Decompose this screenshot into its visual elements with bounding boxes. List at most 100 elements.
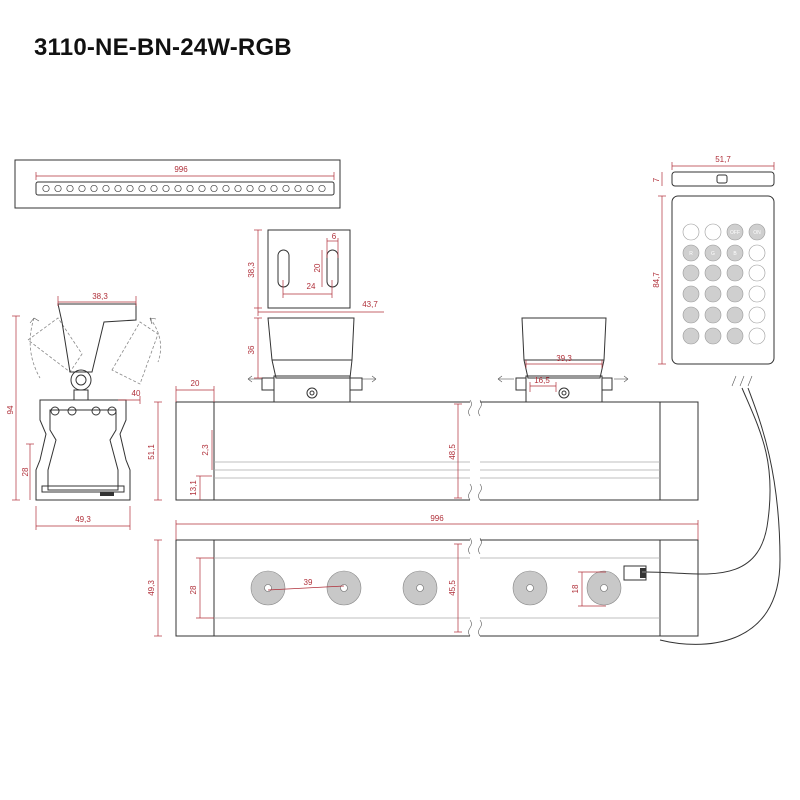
dim-remote-width: 51,7 xyxy=(715,155,731,164)
remote-button[interactable] xyxy=(726,264,744,282)
remote-button[interactable] xyxy=(704,327,722,345)
svg-text:B: B xyxy=(733,251,737,257)
dim-front-height: 49,3 xyxy=(147,580,156,596)
svg-text:ON: ON xyxy=(753,230,761,236)
dim-side-lower-height: 28 xyxy=(21,467,30,476)
dim-slot-width: 6 xyxy=(332,232,337,241)
top-led xyxy=(174,184,182,193)
remote-button[interactable] xyxy=(726,306,744,324)
mounting-brackets: 36 39,3 16,5 xyxy=(247,317,629,403)
front-led-center xyxy=(526,584,534,592)
top-led xyxy=(306,184,314,193)
side-bracket-arm xyxy=(57,303,137,373)
front-bar-endcap-right xyxy=(659,539,699,637)
top-view-bar xyxy=(35,181,335,196)
remote-front-view xyxy=(671,195,775,365)
remote-button[interactable] xyxy=(682,327,700,345)
dim-base: 13,1 xyxy=(189,480,198,496)
side-profile-body xyxy=(35,399,131,501)
remote-button[interactable] xyxy=(682,223,700,241)
top-led xyxy=(270,184,278,193)
front-led-center xyxy=(340,584,348,592)
dim-bracket-side-height: 36 xyxy=(247,345,256,354)
top-led xyxy=(318,184,326,193)
upper-bar-view: 20 51,1 2,3 13,1 48,5 xyxy=(147,379,699,504)
dim-side-total-height: 94 xyxy=(6,405,15,414)
top-led xyxy=(90,184,98,193)
top-led xyxy=(246,184,254,193)
dim-led-diameter: 18 xyxy=(571,584,580,593)
dim-endcap-width: 20 xyxy=(191,379,200,388)
remote-button[interactable] xyxy=(704,264,722,282)
dim-slot-spacing: 24 xyxy=(307,282,316,291)
top-view-frame xyxy=(14,159,341,209)
svg-text:R: R xyxy=(689,251,693,257)
top-view: 996 xyxy=(14,159,341,209)
remote-side-view xyxy=(671,171,775,187)
remote-button[interactable] xyxy=(748,327,766,345)
upper-bar-body xyxy=(175,401,699,501)
top-led xyxy=(66,184,74,193)
bracket-slot-right xyxy=(326,249,339,288)
bracket-plate xyxy=(267,229,351,309)
top-led xyxy=(138,184,146,193)
front-led-center xyxy=(600,584,608,592)
remote-button[interactable] xyxy=(748,264,766,282)
upper-bar-endcap-left xyxy=(175,401,215,501)
remote-button[interactable]: B xyxy=(726,244,744,262)
remote-button[interactable]: R xyxy=(682,244,700,262)
dim-bracket-width: 43,7 xyxy=(362,300,378,309)
dim-slot-height: 20 xyxy=(313,263,322,272)
svg-text:W: W xyxy=(755,251,760,257)
dim-mount-inner: 16,5 xyxy=(534,376,550,385)
remote-button[interactable] xyxy=(748,285,766,303)
dim-top-length: 996 xyxy=(174,165,188,174)
remote-button[interactable] xyxy=(704,223,722,241)
dim-remote-height: 84,7 xyxy=(652,272,661,288)
front-led-row xyxy=(250,570,622,606)
front-bar-view: 996 49,3 28 39 45,5 18 xyxy=(147,514,699,640)
top-led xyxy=(54,184,62,193)
remote-control: 51,7 7 OFF ON R G B W 84,7 xyxy=(652,155,775,365)
upper-bar-endcap-right xyxy=(659,401,699,501)
remote-button[interactable] xyxy=(682,264,700,282)
svg-text:G: G xyxy=(711,251,715,257)
remote-button[interactable] xyxy=(748,306,766,324)
top-led xyxy=(222,184,230,193)
remote-button[interactable]: ON xyxy=(748,223,766,241)
dim-body-height: 48,5 xyxy=(448,444,457,460)
top-led xyxy=(42,184,50,193)
top-led xyxy=(162,184,170,193)
dim-side-right: 40 xyxy=(132,389,141,398)
top-led xyxy=(234,184,242,193)
top-led xyxy=(114,184,122,193)
top-led xyxy=(186,184,194,193)
remote-button[interactable] xyxy=(682,285,700,303)
dim-side-width: 38,3 xyxy=(92,292,108,301)
bracket-right xyxy=(521,317,607,379)
dim-groove: 2,3 xyxy=(201,444,210,456)
product-title: 3110-NE-BN-24W-RGB xyxy=(34,34,292,61)
bracket-plate-view: 38,3 6 20 24 43,7 xyxy=(247,229,384,316)
svg-text:OFF: OFF xyxy=(730,230,740,236)
side-pivot-knob xyxy=(70,369,92,391)
remote-button[interactable] xyxy=(682,306,700,324)
dim-led-spacing: 39 xyxy=(304,578,313,587)
top-led xyxy=(78,184,86,193)
dim-bracket-height: 38,3 xyxy=(247,262,256,278)
dim-side-base-width: 49,3 xyxy=(75,515,91,524)
top-led xyxy=(126,184,134,193)
remote-button[interactable] xyxy=(704,285,722,303)
remote-button[interactable] xyxy=(726,327,744,345)
remote-button[interactable]: G xyxy=(704,244,722,262)
dim-mount-width: 39,3 xyxy=(556,354,572,363)
top-led xyxy=(294,184,302,193)
remote-button[interactable] xyxy=(726,285,744,303)
power-cable xyxy=(642,375,781,645)
remote-button[interactable] xyxy=(704,306,722,324)
remote-button[interactable]: OFF xyxy=(726,223,744,241)
dim-remote-thickness: 7 xyxy=(652,177,661,182)
top-led xyxy=(198,184,206,193)
remote-button[interactable]: W xyxy=(748,244,766,262)
